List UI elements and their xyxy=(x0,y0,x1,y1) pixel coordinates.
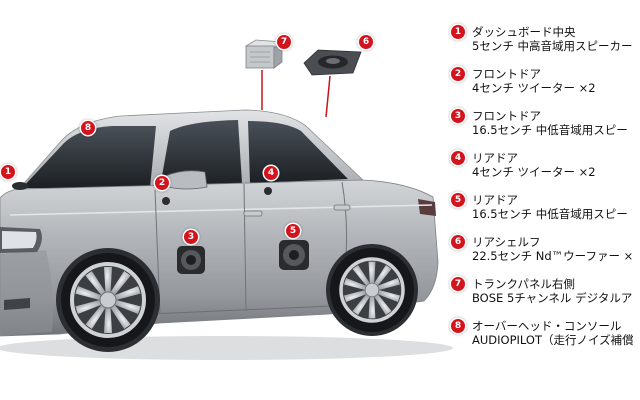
speaker-legend: 1 ダッシュボード中央 5センチ 中高音域用スピーカー 2 フロントドア 4セン… xyxy=(448,0,640,400)
legend-item: 7 トランクパネル右側 BOSE 5チャンネル デジタルア xyxy=(448,277,640,319)
legend-item-detail: 4センチ ツイーター ×2 xyxy=(472,81,596,95)
taillight xyxy=(418,199,436,216)
front-side-window xyxy=(160,120,242,187)
legend-item-title: リアドア xyxy=(472,193,518,207)
marker-7-amp: 7 xyxy=(277,35,291,49)
fog-light xyxy=(4,298,30,310)
legend-number-badge: 4 xyxy=(451,151,465,165)
marker-4-rear-tweeter: 4 xyxy=(264,166,278,180)
legend-item-detail: AUDIOPILOT（走行ノイズ補償 xyxy=(472,333,634,347)
legend-number-badge: 7 xyxy=(451,277,465,291)
marker-6-shelf-woofer: 6 xyxy=(359,35,373,49)
front-door-tweeter xyxy=(162,197,170,205)
legend-number-badge: 3 xyxy=(451,109,465,123)
legend-item-detail: 5センチ 中高音域用スピーカー xyxy=(472,39,633,53)
rear-door-woofer xyxy=(279,240,309,270)
legend-item: 6 リアシェルフ 22.5センチ Nd™ウーファー × xyxy=(448,235,640,277)
front-wheel xyxy=(56,248,160,352)
front-bumper xyxy=(0,250,54,336)
legend-item-detail: BOSE 5チャンネル デジタルア xyxy=(472,291,633,305)
legend-item-detail: 16.5センチ 中低音域用スピー xyxy=(472,207,628,221)
woofer-leader-line xyxy=(325,75,331,118)
marker-3-front-woofer: 3 xyxy=(184,230,198,244)
windshield xyxy=(22,126,156,188)
marker-1-dashboard: 1 xyxy=(1,165,15,179)
legend-number-badge: 8 xyxy=(451,319,465,333)
legend-item-title: リアシェルフ xyxy=(472,235,541,249)
legend-number-badge: 2 xyxy=(451,67,465,81)
marker-8-overhead-console: 8 xyxy=(81,121,95,135)
dashboard-speaker xyxy=(12,182,28,190)
character-line xyxy=(9,204,433,216)
headlight-lens xyxy=(2,231,37,249)
legend-number-badge: 1 xyxy=(451,25,465,39)
digital-amp-unit xyxy=(244,39,284,69)
legend-item: 1 ダッシュボード中央 5センチ 中高音域用スピーカー xyxy=(448,25,640,67)
rear-wheel xyxy=(326,244,418,336)
ground-shadow xyxy=(0,336,453,360)
legend-item: 3 フロントドア 16.5センチ 中低音域用スピー xyxy=(448,109,640,151)
side-mirror xyxy=(164,170,208,190)
legend-item: 2 フロントドア 4センチ ツイーター ×2 xyxy=(448,67,640,109)
legend-item-title: ダッシュボード中央 xyxy=(472,25,576,39)
legend-item: 4 リアドア 4センチ ツイーター ×2 xyxy=(448,151,640,193)
front-door-woofer xyxy=(177,246,205,274)
shelf-woofer-unit xyxy=(303,49,362,76)
legend-item-detail: 22.5センチ Nd™ウーファー × xyxy=(472,249,634,263)
legend-item-detail: 16.5センチ 中低音域用スピー xyxy=(472,123,628,137)
front-door-handle xyxy=(243,210,263,217)
legend-number-badge: 6 xyxy=(451,235,465,249)
rear-door-handle xyxy=(333,204,351,211)
legend-item-title: フロントドア xyxy=(472,109,541,123)
legend-item-title: オーバーヘッド・コンソール xyxy=(472,319,622,333)
legend-item: 5 リアドア 16.5センチ 中低音域用スピー xyxy=(448,193,640,235)
rear-door-tweeter xyxy=(264,187,272,195)
legend-item-detail: 4センチ ツイーター ×2 xyxy=(472,165,596,179)
b-pillar-seam xyxy=(243,183,247,312)
legend-number-badge: 5 xyxy=(451,193,465,207)
marker-2-front-tweeter: 2 xyxy=(155,176,169,190)
legend-item: 8 オーバーヘッド・コンソール AUDIOPILOT（走行ノイズ補償 xyxy=(448,319,640,361)
legend-item-title: リアドア xyxy=(472,151,518,165)
legend-item-title: トランクパネル右側 xyxy=(472,277,575,291)
legend-item-title: フロントドア xyxy=(472,67,541,81)
marker-5-rear-woofer: 5 xyxy=(286,224,300,238)
